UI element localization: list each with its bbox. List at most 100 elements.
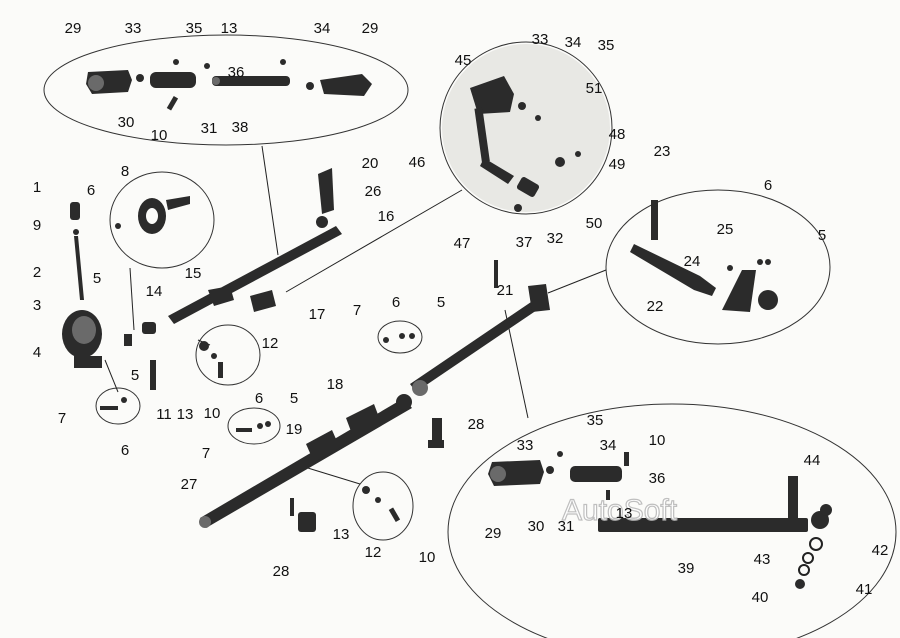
callout-label: 5 bbox=[93, 270, 101, 287]
pin-set-12 bbox=[199, 341, 223, 378]
callout-label: 41 bbox=[856, 581, 873, 598]
callout-label: 35 bbox=[598, 37, 615, 54]
pin-set-7 bbox=[100, 333, 415, 432]
callout-label: 6 bbox=[121, 442, 129, 459]
callout-label: 46 bbox=[409, 154, 426, 171]
detail-circle-7-low bbox=[227, 407, 281, 445]
callout-label: 12 bbox=[365, 544, 382, 561]
link-line-7 bbox=[104, 359, 119, 393]
top-shaft-assembly bbox=[86, 59, 372, 111]
callout-label: 9 bbox=[33, 217, 41, 234]
callout-label: 35 bbox=[587, 412, 604, 429]
callout-label: 34 bbox=[314, 20, 331, 37]
detail-circle-12 bbox=[195, 324, 261, 386]
callout-label: 33 bbox=[517, 437, 534, 454]
callout-label: 10 bbox=[419, 549, 436, 566]
callout-label: 34 bbox=[565, 34, 582, 51]
link-line-center bbox=[285, 189, 463, 293]
callout-label: 37 bbox=[516, 234, 533, 251]
detail-circle-center bbox=[439, 41, 613, 215]
callout-label: 5 bbox=[437, 294, 445, 311]
callout-label: 32 bbox=[547, 230, 564, 247]
callout-label: 6 bbox=[87, 182, 95, 199]
upper-shaft-15 bbox=[124, 168, 342, 390]
callout-label: 44 bbox=[804, 452, 821, 469]
callout-label: 23 bbox=[654, 143, 671, 160]
callout-label: 48 bbox=[609, 126, 626, 143]
callout-label: 13 bbox=[616, 505, 633, 522]
callout-label: 7 bbox=[202, 445, 210, 462]
callout-label: 31 bbox=[201, 120, 218, 137]
callout-label: 14 bbox=[146, 283, 163, 300]
callout-label: 6 bbox=[255, 390, 263, 407]
left-lever-pump bbox=[62, 196, 190, 368]
callout-label: 30 bbox=[118, 114, 135, 131]
callout-label: 36 bbox=[228, 64, 245, 81]
callout-label: 39 bbox=[678, 560, 695, 577]
callout-label: 11 bbox=[156, 406, 172, 423]
callout-label: 30 bbox=[528, 518, 545, 535]
callout-label: 27 bbox=[181, 476, 198, 493]
detail-circle-12-low bbox=[352, 471, 414, 541]
callout-label: 12 bbox=[262, 335, 279, 352]
link-line-right bbox=[547, 269, 607, 294]
watermark-text: AutoSoft bbox=[562, 494, 678, 527]
right-bracket-assembly bbox=[630, 200, 778, 312]
callout-label: 43 bbox=[754, 551, 771, 568]
callout-label: 13 bbox=[221, 20, 238, 37]
callout-label: 20 bbox=[362, 155, 379, 172]
callout-label: 5 bbox=[131, 367, 139, 384]
link-line-top bbox=[261, 145, 279, 256]
callout-label: 5 bbox=[290, 390, 298, 407]
callout-label: 17 bbox=[309, 306, 326, 323]
callout-label: 40 bbox=[752, 589, 769, 606]
callout-label: 26 bbox=[365, 183, 382, 200]
callout-label: 33 bbox=[125, 20, 142, 37]
callout-label: 31 bbox=[558, 518, 575, 535]
callout-label: 18 bbox=[327, 376, 344, 393]
callout-label: 22 bbox=[647, 298, 664, 315]
callout-label: 25 bbox=[717, 221, 734, 238]
bottom-lever-assembly bbox=[488, 451, 832, 589]
callout-label: 28 bbox=[273, 563, 290, 580]
callout-label: 6 bbox=[764, 177, 772, 194]
callout-label: 21 bbox=[497, 282, 514, 299]
callout-label: 15 bbox=[185, 265, 202, 282]
callout-label: 45 bbox=[455, 52, 472, 69]
callout-label: 24 bbox=[684, 253, 701, 270]
shaft-18-27 bbox=[199, 394, 412, 532]
detail-ellipse-right bbox=[605, 189, 831, 345]
callout-label: 28 bbox=[468, 416, 485, 433]
callout-label: 10 bbox=[151, 127, 168, 144]
callout-label: 29 bbox=[65, 20, 82, 37]
callout-label: 33 bbox=[532, 31, 549, 48]
callout-label: 13 bbox=[333, 526, 350, 543]
callout-label: 47 bbox=[454, 235, 471, 252]
callout-label: 1 bbox=[33, 179, 41, 196]
callout-label: 7 bbox=[353, 302, 361, 319]
callout-label: 29 bbox=[485, 525, 502, 542]
callout-label: 10 bbox=[649, 432, 666, 449]
callout-label: 2 bbox=[33, 264, 41, 281]
callout-label: 51 bbox=[586, 80, 603, 97]
callout-label: 36 bbox=[649, 470, 666, 487]
callout-label: 10 bbox=[204, 405, 221, 422]
detail-ellipse-top bbox=[43, 34, 409, 146]
callout-label: 38 bbox=[232, 119, 249, 136]
detail-circle-7-mid bbox=[377, 320, 423, 354]
callout-label: 19 bbox=[286, 421, 303, 438]
callout-label: 50 bbox=[586, 215, 603, 232]
detail-circle-8 bbox=[109, 171, 215, 269]
callout-label: 16 bbox=[378, 208, 395, 225]
callout-label: 5 bbox=[818, 227, 826, 244]
callout-label: 29 bbox=[362, 20, 379, 37]
callout-label: 34 bbox=[600, 437, 617, 454]
shaft-21 bbox=[410, 260, 550, 448]
callout-label: 49 bbox=[609, 156, 626, 173]
callout-label: 8 bbox=[121, 163, 129, 180]
detail-ellipse-bottom bbox=[447, 403, 897, 638]
callout-label: 6 bbox=[392, 294, 400, 311]
